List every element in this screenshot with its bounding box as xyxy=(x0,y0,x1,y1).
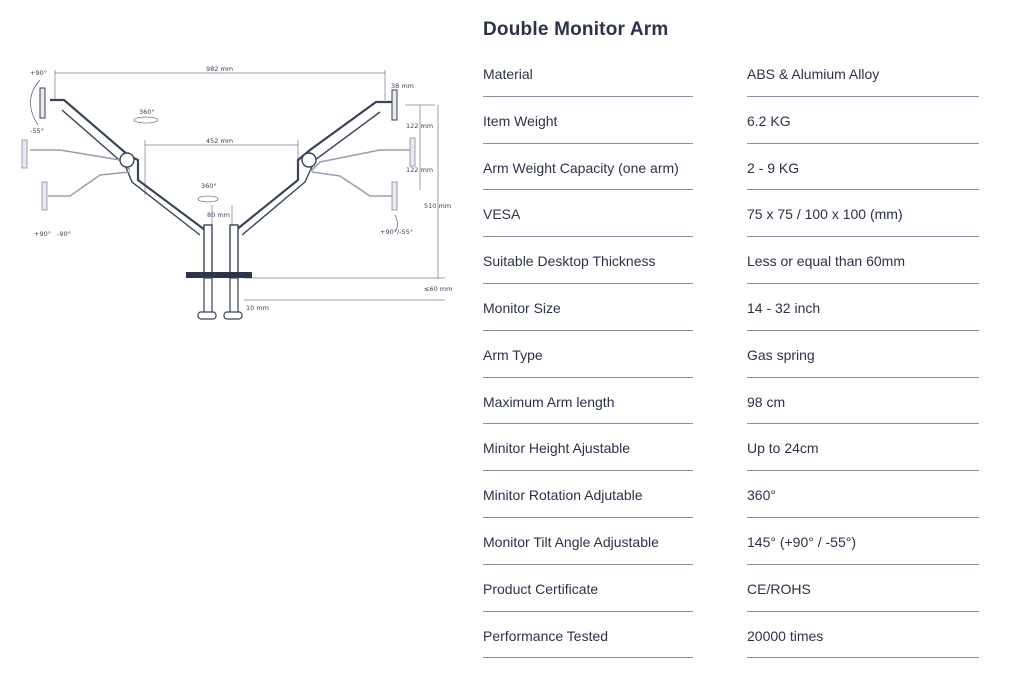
row-divider xyxy=(747,516,979,518)
spec-value: 6.2 KG xyxy=(747,112,791,129)
label-tilt-down-left: -55° xyxy=(30,127,44,135)
row-divider xyxy=(483,329,693,331)
row-divider xyxy=(747,470,979,472)
spec-row-vesa: VESA 75 x 75 / 100 x 100 (mm) xyxy=(483,190,979,238)
row-divider xyxy=(747,189,979,191)
spec-label: Product Certificate xyxy=(483,580,599,597)
row-divider xyxy=(483,423,693,425)
spec-value: Less or equal than 60mm xyxy=(747,253,905,270)
spec-label: Item Weight xyxy=(483,112,558,129)
label-width-inner: 452 mm xyxy=(206,137,233,145)
row-divider xyxy=(483,563,693,565)
spec-row-certificate: Product Certificate CE/ROHS xyxy=(483,565,979,612)
label-rotate-top: 360° xyxy=(139,108,155,116)
label-tilt-right: +90°/-55° xyxy=(380,228,413,236)
label-pole-gap: 80 mm xyxy=(207,211,230,219)
spec-value: 14 - 32 inch xyxy=(747,299,821,316)
spec-label: Monitor Size xyxy=(483,299,561,316)
row-divider xyxy=(747,236,979,238)
spec-row-arm-type: Arm Type Gas spring xyxy=(483,331,979,378)
spec-label: VESA xyxy=(483,206,521,223)
row-divider xyxy=(747,329,979,331)
spec-value: 360° xyxy=(747,487,776,504)
row-divider xyxy=(483,189,693,191)
label-swivel-neg: -90° xyxy=(57,230,71,238)
monitor-arm-drawing: +90° -55° 982 mm 360° 452 mm 360° 80 mm … xyxy=(21,65,452,320)
row-divider xyxy=(747,610,979,612)
row-divider xyxy=(747,282,979,284)
row-divider xyxy=(483,516,693,518)
spec-row-height: Minitor Height Ajustable Up to 24cm xyxy=(483,424,979,472)
label-clamp-gap: 10 mm xyxy=(246,304,269,312)
spec-label: Arm Weight Capacity (one arm) xyxy=(483,159,679,176)
spec-title: Double Monitor Arm xyxy=(483,19,669,40)
label-width-total: 982 mm xyxy=(206,65,233,73)
row-divider xyxy=(483,282,693,284)
row-divider xyxy=(747,563,979,565)
row-divider xyxy=(483,470,693,472)
spec-value: 2 - 9 KG xyxy=(747,159,800,176)
spec-value: 75 x 75 / 100 x 100 (mm) xyxy=(747,206,903,223)
monitor-arm-diagram: +90° -55° 982 mm 360° 452 mm 360° 80 mm … xyxy=(0,0,470,360)
spec-value: 20000 times xyxy=(747,627,824,644)
label-desk-thickness: ≤60 mm xyxy=(424,285,452,293)
label-rotate-mid: 360° xyxy=(201,182,217,190)
spec-table: Material ABS & Alumium Alloy Item Weight… xyxy=(483,50,979,659)
row-divider xyxy=(747,142,979,144)
spec-label: Minitor Rotation Adjutable xyxy=(483,487,643,504)
row-divider xyxy=(483,142,693,144)
spec-row-rotation: Minitor Rotation Adjutable 360° xyxy=(483,471,979,518)
spec-row-tilt: Monitor Tilt Angle Adjustable 145° (+90°… xyxy=(483,518,979,565)
spec-label: Arm Type xyxy=(483,346,543,363)
spec-row-item-weight: Item Weight 6.2 KG xyxy=(483,97,979,144)
spec-row-performance: Performance Tested 20000 times xyxy=(483,612,979,659)
spec-value: 98 cm xyxy=(747,393,786,410)
spec-value: 145° (+90° / -55°) xyxy=(747,533,857,550)
row-divider xyxy=(483,657,693,659)
spec-label: Minitor Height Ajustable xyxy=(483,440,631,457)
spec-row-arm-length: Maximum Arm length 98 cm xyxy=(483,378,979,425)
row-divider xyxy=(483,236,693,238)
spec-row-monitor-size: Monitor Size 14 - 32 inch xyxy=(483,284,979,331)
spec-row-desktop-thickness: Suitable Desktop Thickness Less or equal… xyxy=(483,237,979,284)
spec-value: ABS & Alumium Alloy xyxy=(747,66,880,82)
label-height-b: 122 mm xyxy=(406,166,433,174)
label-swivel-pos: +90° xyxy=(34,230,51,238)
row-divider xyxy=(747,95,979,97)
spec-label: Monitor Tilt Angle Adjustable xyxy=(483,533,659,550)
row-divider xyxy=(483,610,693,612)
spec-value: Up to 24cm xyxy=(747,440,819,457)
row-divider xyxy=(483,95,693,97)
spec-label: Suitable Desktop Thickness xyxy=(483,253,656,270)
row-divider xyxy=(747,376,979,378)
row-divider xyxy=(747,657,979,659)
row-divider xyxy=(747,423,979,425)
spec-label: Maximum Arm length xyxy=(483,393,615,410)
spec-row-arm-capacity: Arm Weight Capacity (one arm) 2 - 9 KG xyxy=(483,144,979,191)
row-divider xyxy=(483,376,693,378)
spec-value: CE/ROHS xyxy=(747,580,811,597)
label-offset-top: 38 mm xyxy=(391,82,414,90)
spec-label: Material xyxy=(483,66,533,82)
spec-label: Performance Tested xyxy=(483,627,609,644)
spec-row-material: Material ABS & Alumium Alloy xyxy=(483,50,979,97)
spec-value: Gas spring xyxy=(747,346,815,363)
label-height-a: 122 mm xyxy=(406,122,433,130)
label-height-total: 510 mm xyxy=(424,202,451,210)
label-tilt-up-left: +90° xyxy=(30,69,47,77)
